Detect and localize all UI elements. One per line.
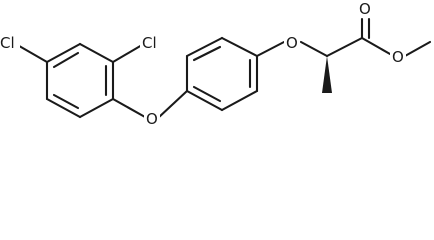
substituent-bonds bbox=[12, 17, 432, 120]
bond bbox=[299, 40, 329, 58]
bond bbox=[185, 36, 224, 58]
phenylene-ring bbox=[185, 36, 259, 112]
bond bbox=[403, 40, 432, 58]
bond bbox=[78, 42, 115, 64]
oxygen-atom-label: O bbox=[359, 0, 371, 18]
oxygen-atom-label: O bbox=[392, 48, 404, 66]
oxygen-atom-label: O bbox=[146, 110, 158, 128]
chlorine-atom-label: Cl bbox=[0, 34, 15, 52]
bond bbox=[255, 40, 286, 58]
bond bbox=[220, 36, 259, 58]
chlorine-atom-label: Cl bbox=[142, 34, 157, 52]
double-bond-inner bbox=[52, 93, 80, 110]
double-bond-inner bbox=[52, 51, 80, 69]
bond bbox=[45, 42, 82, 64]
stereo-wedge-bond bbox=[322, 56, 332, 93]
atom-labels: Cl Cl O O O O bbox=[0, 0, 406, 128]
bond bbox=[325, 36, 364, 58]
oxygen-atom-label: O bbox=[286, 34, 298, 52]
bond bbox=[45, 97, 82, 119]
bond bbox=[360, 36, 392, 56]
double-bond-inner bbox=[192, 45, 222, 62]
bond bbox=[220, 89, 259, 112]
chemical-structure-diagram: Cl Cl O O O O bbox=[0, 0, 432, 128]
bond bbox=[156, 89, 189, 120]
bond bbox=[111, 43, 144, 64]
bond bbox=[185, 89, 224, 112]
bond bbox=[78, 97, 115, 119]
dichlorophenyl-ring bbox=[45, 42, 115, 119]
bond bbox=[111, 97, 147, 119]
double-bond-inner bbox=[192, 85, 222, 103]
